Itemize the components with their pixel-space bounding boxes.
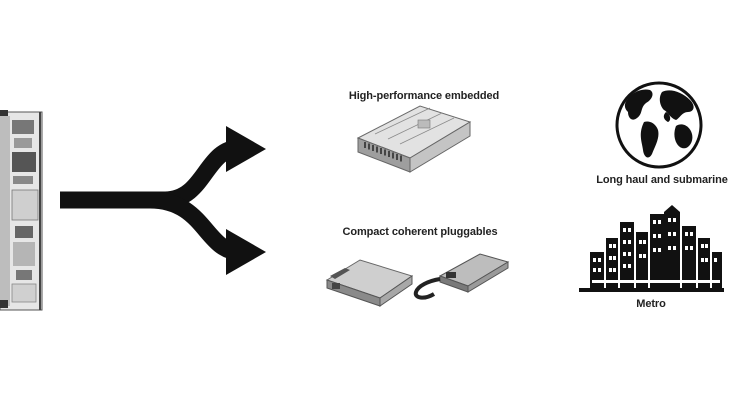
metro-label: Metro (636, 298, 666, 310)
line-card-icon (0, 110, 43, 311)
pluggables-label: Compact coherent pluggables (342, 226, 498, 238)
embedded-label: High-performance embedded (348, 90, 500, 102)
longhaul-label: Long haul and submarine (596, 174, 728, 186)
